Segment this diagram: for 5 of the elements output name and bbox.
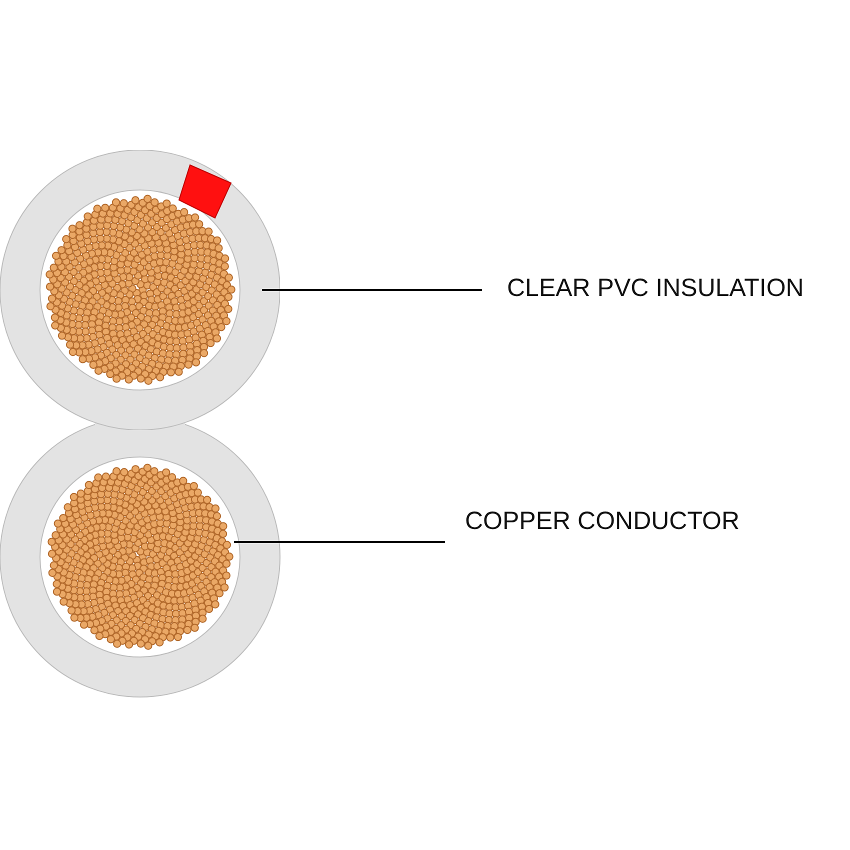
part-label: COPPER CONDUCTOR: [465, 507, 740, 536]
copper-conductor: [45, 462, 235, 652]
part-label: CLEAR PVC INSULATION: [507, 274, 804, 303]
leader-line: [234, 541, 445, 543]
leader-line: [262, 289, 482, 291]
